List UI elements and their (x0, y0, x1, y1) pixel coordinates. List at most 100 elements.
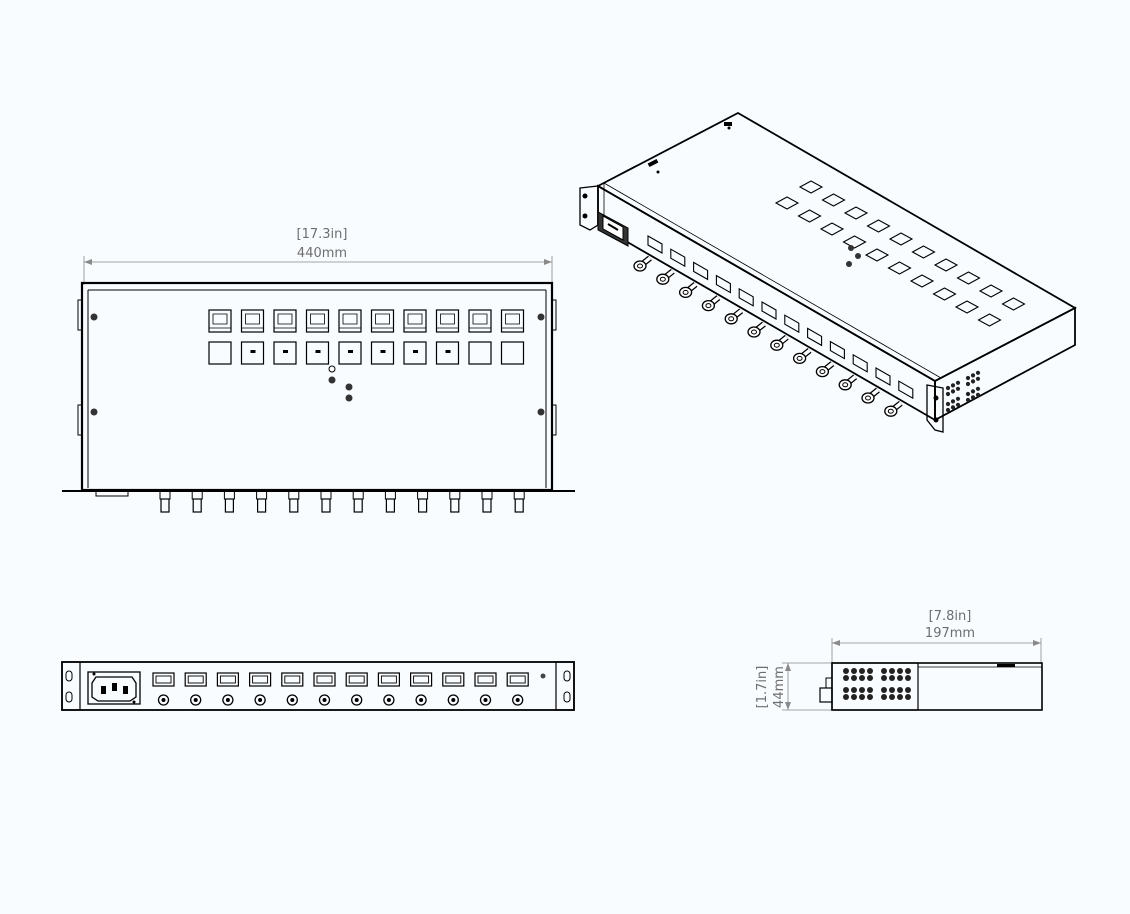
front-port (152, 672, 175, 706)
vent-hole (897, 694, 903, 700)
vent-hole (851, 687, 857, 693)
side-vent-pattern (843, 668, 911, 700)
vent-hole (897, 675, 903, 681)
top-port-pair (435, 309, 460, 365)
right-rack-ear (555, 661, 575, 711)
side-view: [7.8in] 197mm [1.7in] 44mm (755, 609, 1043, 711)
iso-top-port-pair (842, 219, 891, 249)
isometric-view (579, 111, 1077, 433)
top-port-pair (403, 309, 427, 365)
vent-hole (881, 675, 887, 681)
top-port-pair (338, 309, 362, 365)
front-port (249, 672, 272, 706)
depth-inch-label: [7.8in] (929, 609, 972, 624)
vent-hole (843, 675, 849, 681)
top-port-pair (500, 309, 525, 365)
front-port (184, 672, 207, 706)
iso-front-port-row (633, 235, 914, 417)
vent-hole (889, 694, 895, 700)
vent-hole (897, 687, 903, 693)
iso-vent-hole (945, 401, 951, 407)
iso-front-port (792, 327, 823, 365)
vent-hole (905, 668, 911, 674)
iso-top-face (596, 111, 1077, 383)
iso-vent-hole (965, 375, 971, 381)
top-connector (481, 490, 493, 513)
iso-vent-hole (945, 407, 951, 413)
vent-hole (851, 668, 857, 674)
top-port-pair (240, 309, 265, 365)
vent-hole (867, 675, 873, 681)
iso-vent-hole (970, 379, 976, 384)
iso-vent-hole (965, 397, 971, 403)
iso-vent-hole (955, 402, 961, 407)
vent-hole (897, 668, 903, 674)
iso-front-face (597, 184, 936, 422)
iso-vent-hole (950, 405, 956, 410)
vent-hole (867, 687, 873, 693)
iso-vent-hole (955, 380, 961, 385)
power-inlet-icon (87, 671, 141, 705)
vent-hole (867, 694, 873, 700)
height-mm-label: 44mm (772, 666, 787, 708)
front-view (61, 661, 575, 711)
vent-hole (843, 694, 849, 700)
iso-vent-hole (975, 370, 981, 375)
front-port (377, 672, 400, 706)
left-rack-ear (61, 661, 81, 711)
iso-front-port (678, 261, 709, 299)
vent-hole (905, 687, 911, 693)
iso-vent-hole (945, 391, 951, 397)
vent-hole (905, 694, 911, 700)
vent-hole (859, 687, 865, 693)
vent-hole (881, 687, 887, 693)
iso-top-port-grid (774, 180, 1026, 327)
iso-front-port (770, 314, 800, 351)
top-port-grid (208, 309, 525, 365)
top-connector (320, 490, 332, 513)
iso-front-port (815, 340, 845, 378)
vent-hole (843, 668, 849, 674)
iso-top-port-pair (774, 180, 824, 210)
iso-vent-hole (975, 386, 981, 391)
top-connector (191, 490, 203, 513)
iso-vent-hole (950, 389, 956, 394)
front-port (410, 672, 433, 706)
iso-vent-hole (955, 396, 961, 401)
iso-front-port (861, 367, 891, 404)
vent-hole (843, 687, 849, 693)
iso-vent-hole (970, 395, 976, 400)
iso-vent-hole (975, 376, 981, 381)
iso-front-port (838, 353, 868, 391)
iso-left-rack-ear (579, 185, 599, 231)
iso-front-port (633, 235, 663, 272)
iso-vent-hole (965, 381, 971, 387)
vent-hole (889, 687, 895, 693)
top-port-pair (305, 309, 330, 365)
iso-vent-hole (945, 385, 951, 391)
depth-mm-label: 197mm (925, 626, 975, 641)
iso-top-port-pair (977, 297, 1026, 327)
top-connector (352, 490, 364, 513)
iso-vent-hole (950, 399, 956, 404)
vent-hole (851, 694, 857, 700)
vent-hole (867, 668, 873, 674)
iso-top-port-pair (819, 206, 869, 236)
top-connector (256, 490, 268, 513)
front-port (281, 672, 304, 706)
iso-front-port (656, 248, 686, 285)
top-view: [17.3in] 440mm (62, 227, 575, 513)
vent-hole (859, 694, 865, 700)
front-port-row (152, 672, 529, 706)
vent-hole (889, 668, 895, 674)
top-connector (288, 490, 300, 513)
iso-right-rack-ear (926, 384, 944, 433)
iso-side-vent-pattern (945, 370, 981, 413)
top-connector (449, 490, 461, 513)
iso-vent-hole (965, 391, 971, 397)
iso-vent-hole (955, 386, 961, 391)
vent-hole (859, 668, 865, 674)
top-connector (417, 490, 429, 513)
iso-top-port-pair (909, 258, 959, 288)
vent-hole (859, 675, 865, 681)
